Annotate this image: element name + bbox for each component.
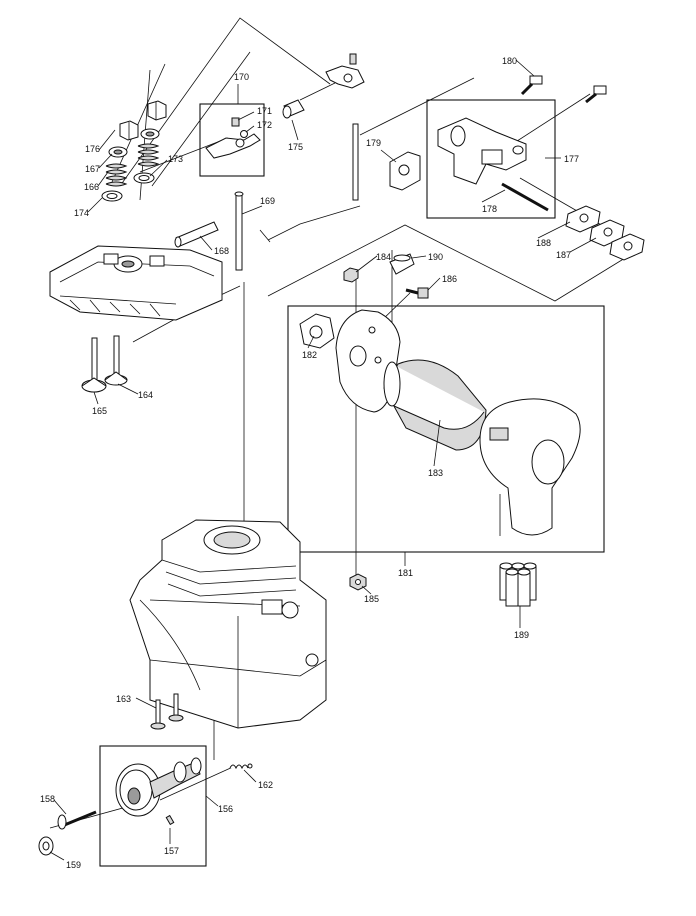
valve-165 — [81, 337, 107, 393]
bolt-186 — [405, 287, 429, 299]
label-169: 169 — [260, 196, 275, 206]
gasket-right — [609, 233, 645, 261]
valve-retainer-upper — [140, 128, 160, 140]
label-175: 175 — [288, 142, 303, 152]
label-186: 186 — [442, 274, 457, 284]
filter-elements-189 — [499, 562, 537, 607]
air-cleaner-cover — [479, 398, 581, 536]
label-165: 165 — [92, 406, 107, 416]
label-174: 174 — [74, 208, 89, 218]
leader-lines — [49, 59, 597, 861]
valve-seal-174 — [101, 190, 123, 202]
valve-retainer-167 — [108, 146, 128, 158]
engine-block — [129, 519, 327, 729]
push-rod-169 — [234, 191, 244, 271]
label-159: 159 — [66, 860, 81, 870]
label-156: 156 — [218, 804, 233, 814]
label-162: 162 — [258, 780, 273, 790]
group-box-177 — [426, 99, 556, 219]
label-170: 170 — [234, 72, 249, 82]
camshaft-156 — [115, 757, 202, 817]
label-163: 163 — [116, 694, 131, 704]
label-178: 178 — [482, 204, 497, 214]
label-176: 176 — [85, 144, 100, 154]
label-166: 166 — [84, 182, 99, 192]
label-180: 180 — [502, 56, 517, 66]
label-188: 188 — [536, 238, 551, 248]
bolt-163 — [150, 693, 184, 730]
bracket-177 — [437, 117, 527, 185]
pin-157 — [165, 814, 175, 826]
label-183: 183 — [428, 468, 443, 478]
gasket-188 — [565, 205, 601, 233]
label-173: 173 — [168, 154, 183, 164]
shaft-158 — [57, 810, 97, 830]
label-187: 187 — [556, 250, 571, 260]
group-box-181 — [287, 305, 605, 553]
group-box-156 — [99, 745, 207, 867]
label-189: 189 — [514, 630, 529, 640]
stud-178 — [501, 182, 549, 212]
label-182: 182 — [302, 350, 317, 360]
gasket-187 — [589, 219, 625, 247]
valve-164 — [104, 335, 128, 386]
rocker-arm-top — [325, 53, 365, 89]
rocker-pivot-175 — [282, 99, 305, 119]
push-rod-guide-168 — [174, 221, 219, 248]
label-158: 158 — [40, 794, 55, 804]
label-179: 179 — [366, 138, 381, 148]
rocker-arm-170 — [205, 117, 261, 159]
gasket-182 — [299, 313, 335, 349]
bolt-right — [585, 85, 607, 104]
label-184: 184 — [376, 252, 391, 262]
valve-spring-166 — [105, 163, 128, 187]
label-171: 171 — [257, 106, 272, 116]
assembly-lines — [49, 17, 631, 829]
label-190: 190 — [428, 252, 443, 262]
nut-184 — [343, 267, 359, 283]
label-181: 181 — [398, 568, 413, 578]
air-filter-183 — [383, 359, 487, 451]
washer-159 — [38, 836, 54, 856]
spring-162 — [229, 763, 253, 770]
push-rod-right — [352, 123, 359, 201]
label-172: 172 — [257, 120, 272, 130]
valve-spring-upper — [137, 143, 160, 167]
label-177: 177 — [564, 154, 579, 164]
label-168: 168 — [214, 246, 229, 256]
valve-cotter-176 — [119, 120, 139, 141]
group-box-170 — [199, 103, 265, 177]
bolt-180 — [520, 75, 543, 96]
label-164: 164 — [138, 390, 153, 400]
cylinder-head — [49, 245, 223, 321]
plug-190 — [389, 253, 415, 275]
part-labels: 176 167 166 174 173 170 171 172 175 169 … — [40, 56, 579, 870]
label-157: 157 — [164, 846, 179, 856]
label-167: 167 — [85, 164, 100, 174]
valve-cotter-upper — [147, 100, 167, 121]
gasket-179 — [389, 151, 421, 191]
label-185: 185 — [364, 594, 379, 604]
valve-seal-173 — [133, 172, 155, 184]
